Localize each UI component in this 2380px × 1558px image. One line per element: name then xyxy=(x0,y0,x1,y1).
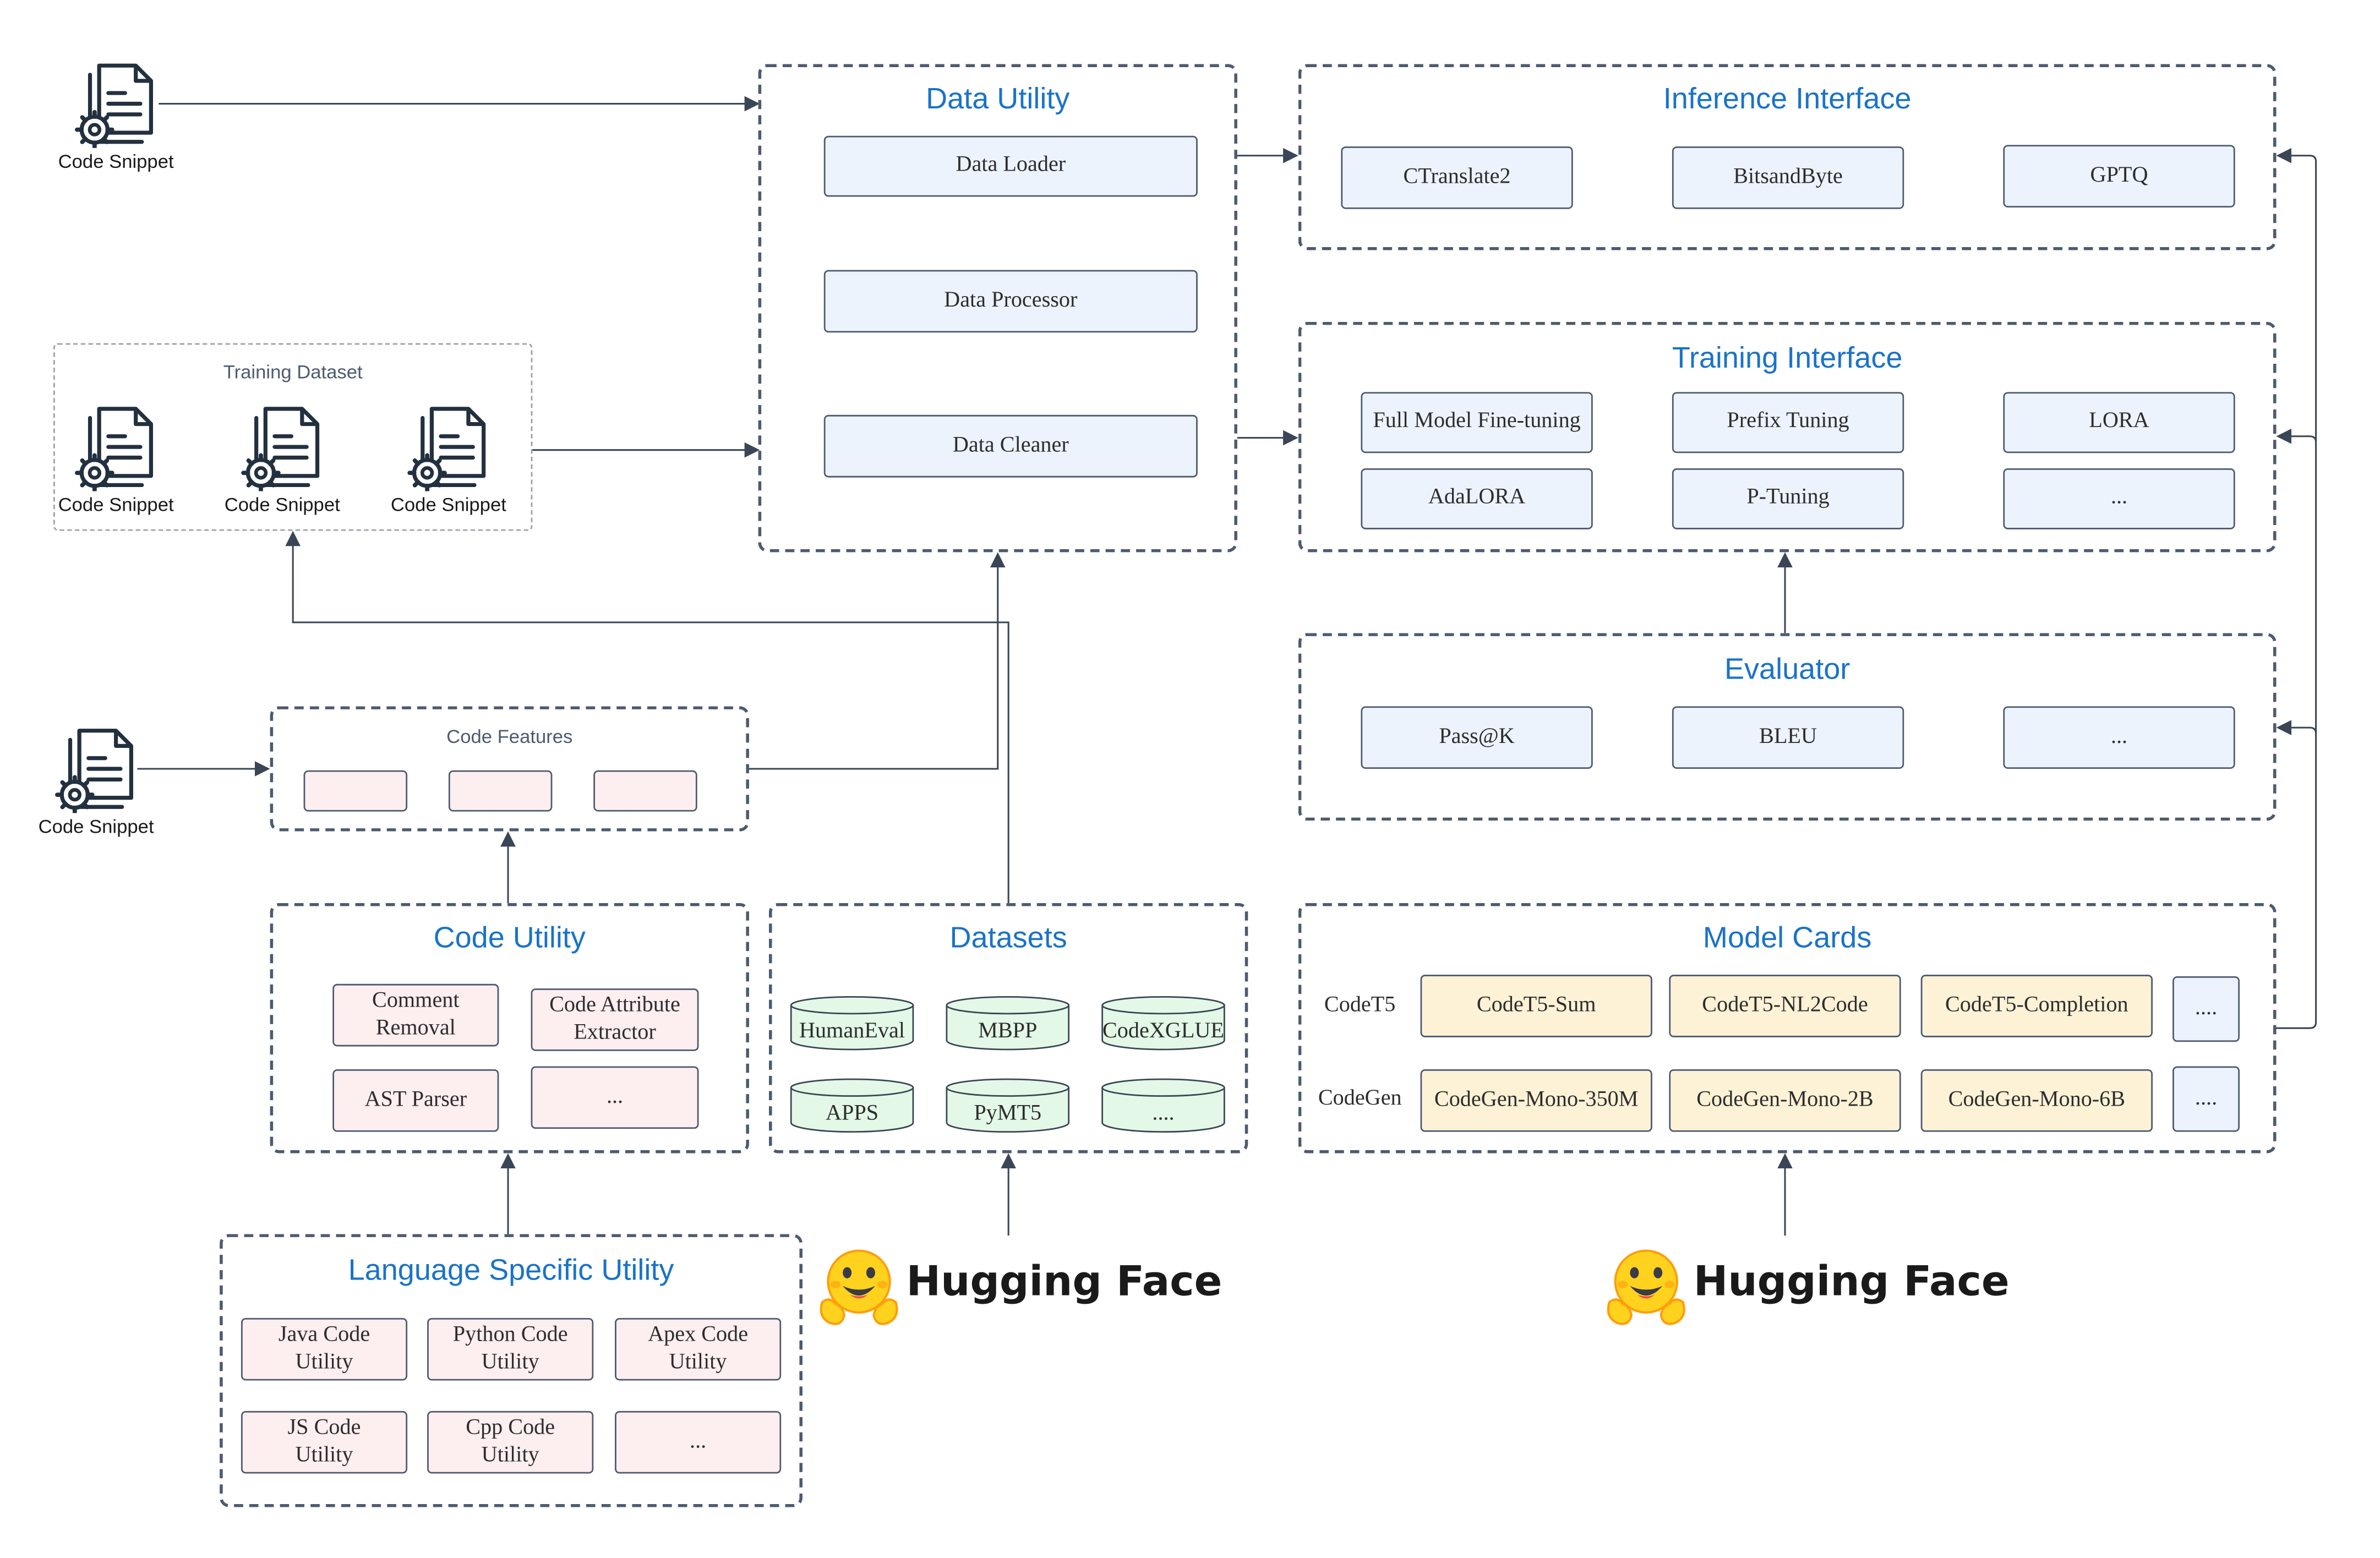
dataset-apps: APPS xyxy=(790,1078,914,1133)
data-processor-box: Data Processor xyxy=(823,270,1198,333)
bleu-box: BLEU xyxy=(1672,706,1904,769)
model-cards-group: Model Cards xyxy=(1298,903,2277,1154)
python-code-utility-box: Python Code Utility xyxy=(427,1318,594,1381)
code-attribute-extractor-box: Code Attribute Extractor xyxy=(531,988,699,1051)
language-specific-utility-title: Language Specific Utility xyxy=(348,1254,674,1288)
code-snippet-top: Code Snippet xyxy=(47,63,184,185)
p-tuning-box: P-Tuning xyxy=(1672,468,1904,529)
lora-box: LORA xyxy=(2003,392,2235,453)
comment-removal-box: Comment Removal xyxy=(332,983,499,1047)
data-utility-group: Data Utility xyxy=(758,64,1237,553)
pass-at-k-box: Pass@K xyxy=(1361,706,1593,769)
code-snippet-label: Code Snippet xyxy=(58,494,174,516)
dataset-pymt5: PyMT5 xyxy=(946,1078,1070,1133)
codet5-more-box: .... xyxy=(2172,976,2240,1042)
bitsandbyte-box: BitsandByte xyxy=(1672,146,1904,209)
dataset-more: .... xyxy=(1101,1078,1225,1133)
code-snippet-features: Code Snippet xyxy=(28,728,165,850)
adalora-box: AdaLORA xyxy=(1361,468,1593,529)
arrow-datasets-to-training-dataset xyxy=(285,531,1009,903)
code-snippet-icon xyxy=(241,406,326,491)
code-snippet-icon xyxy=(407,406,493,491)
inference-interface-title: Inference Interface xyxy=(1663,82,1912,116)
dataset-codexglue: CodeXGLUE xyxy=(1101,996,1225,1051)
full-model-fine-tuning-box: Full Model Fine-tuning xyxy=(1361,392,1593,453)
evaluator-title: Evaluator xyxy=(1724,653,1850,687)
datasets-title: Datasets xyxy=(949,921,1067,955)
code-feature-slot xyxy=(303,770,408,812)
datasets-group: Datasets xyxy=(768,903,1248,1154)
evaluator-group: Evaluator xyxy=(1298,633,2277,821)
dataset-humaneval: HumanEval xyxy=(790,996,914,1051)
evaluator-more-box: ... xyxy=(2003,706,2235,769)
codet5-sum-box: CodeT5-Sum xyxy=(1420,975,1652,1037)
codegen-mono-350m-box: CodeGen-Mono-350M xyxy=(1420,1069,1652,1132)
gptq-box: GPTQ xyxy=(2003,145,2235,207)
codet5-nl2code-box: CodeT5-NL2Code xyxy=(1669,975,1901,1037)
arrow-code-features-to-data-utility xyxy=(749,552,1006,770)
code-snippet-icon xyxy=(75,406,160,491)
training-more-box: ... xyxy=(2003,468,2235,529)
dataset-label: APPS xyxy=(825,1101,879,1126)
code-feature-slot xyxy=(448,770,553,812)
hugging-face-label: Hugging Face xyxy=(1693,1258,2010,1306)
arrow-branch-to-evaluator xyxy=(2276,720,2317,736)
data-utility-title: Data Utility xyxy=(926,82,1070,116)
hugging-face-logo-models: Hugging Face xyxy=(1605,1247,2010,1332)
training-dataset-group: Training Dataset xyxy=(53,343,533,531)
code-snippet-icon xyxy=(55,728,140,813)
data-cleaner-box: Data Cleaner xyxy=(823,414,1198,478)
code-snippet-label: Code Snippet xyxy=(224,494,340,516)
hugging-face-icon xyxy=(1605,1247,1688,1329)
code-utility-title: Code Utility xyxy=(433,921,586,955)
code-snippet-dataset-1: Code Snippet xyxy=(47,406,184,528)
dataset-label: MBPP xyxy=(978,1019,1038,1043)
model-cards-title: Model Cards xyxy=(1702,921,1872,955)
dataset-label: .... xyxy=(1152,1101,1175,1126)
codegen-mono-6b-box: CodeGen-Mono-6B xyxy=(1920,1069,2153,1132)
code-feature-slot xyxy=(593,770,697,812)
code-snippet-label: Code Snippet xyxy=(390,494,506,516)
hugging-face-logo-datasets: Hugging Face xyxy=(818,1247,1222,1332)
training-dataset-title: Training Dataset xyxy=(223,361,363,383)
data-loader-box: Data Loader xyxy=(823,135,1198,197)
codegen-mono-2b-box: CodeGen-Mono-2B xyxy=(1669,1069,1901,1132)
codet5-completion-box: CodeT5-Completion xyxy=(1920,975,2153,1037)
codegen-more-box: .... xyxy=(2172,1066,2240,1132)
codegen-row-label: CodeGen xyxy=(1318,1086,1402,1111)
language-utility-more-box: ... xyxy=(615,1411,782,1474)
training-interface-title: Training Interface xyxy=(1672,341,1903,375)
hugging-face-icon xyxy=(818,1247,900,1329)
inference-interface-group: Inference Interface xyxy=(1298,64,2277,250)
code-snippet-label: Code Snippet xyxy=(38,816,154,838)
dataset-label: PyMT5 xyxy=(974,1101,1042,1126)
cpp-code-utility-box: Cpp Code Utility xyxy=(427,1411,594,1474)
apex-code-utility-box: Apex Code Utility xyxy=(615,1318,782,1381)
code-snippet-label: Code Snippet xyxy=(58,151,174,173)
code-utility-more-box: ... xyxy=(531,1066,699,1129)
code-utility-group: Code Utility xyxy=(270,903,749,1154)
arrow-model-cards-to-interfaces xyxy=(2276,147,2317,1029)
ast-parser-box: AST Parser xyxy=(332,1069,499,1132)
training-interface-group: Training Interface xyxy=(1298,321,2277,553)
hugging-face-label: Hugging Face xyxy=(906,1258,1222,1306)
code-snippet-dataset-3: Code Snippet xyxy=(380,406,517,528)
js-code-utility-box: JS Code Utility xyxy=(241,1411,408,1474)
dataset-label: HumanEval xyxy=(799,1019,905,1043)
code-snippet-dataset-2: Code Snippet xyxy=(214,406,351,528)
prefix-tuning-box: Prefix Tuning xyxy=(1672,392,1904,453)
code-snippet-icon xyxy=(75,63,160,148)
java-code-utility-box: Java Code Utility xyxy=(241,1318,408,1381)
ctranslate2-box: CTranslate2 xyxy=(1341,146,1573,209)
code-features-group: Code Features xyxy=(270,706,749,832)
arrow-branch-to-training xyxy=(2276,428,2317,444)
code-features-title: Code Features xyxy=(446,726,573,748)
language-specific-utility-group: Language Specific Utility xyxy=(220,1234,803,1507)
dataset-mbpp: MBPP xyxy=(946,996,1070,1051)
dataset-label: CodeXGLUE xyxy=(1102,1019,1225,1043)
codet5-row-label: CodeT5 xyxy=(1324,993,1396,1018)
